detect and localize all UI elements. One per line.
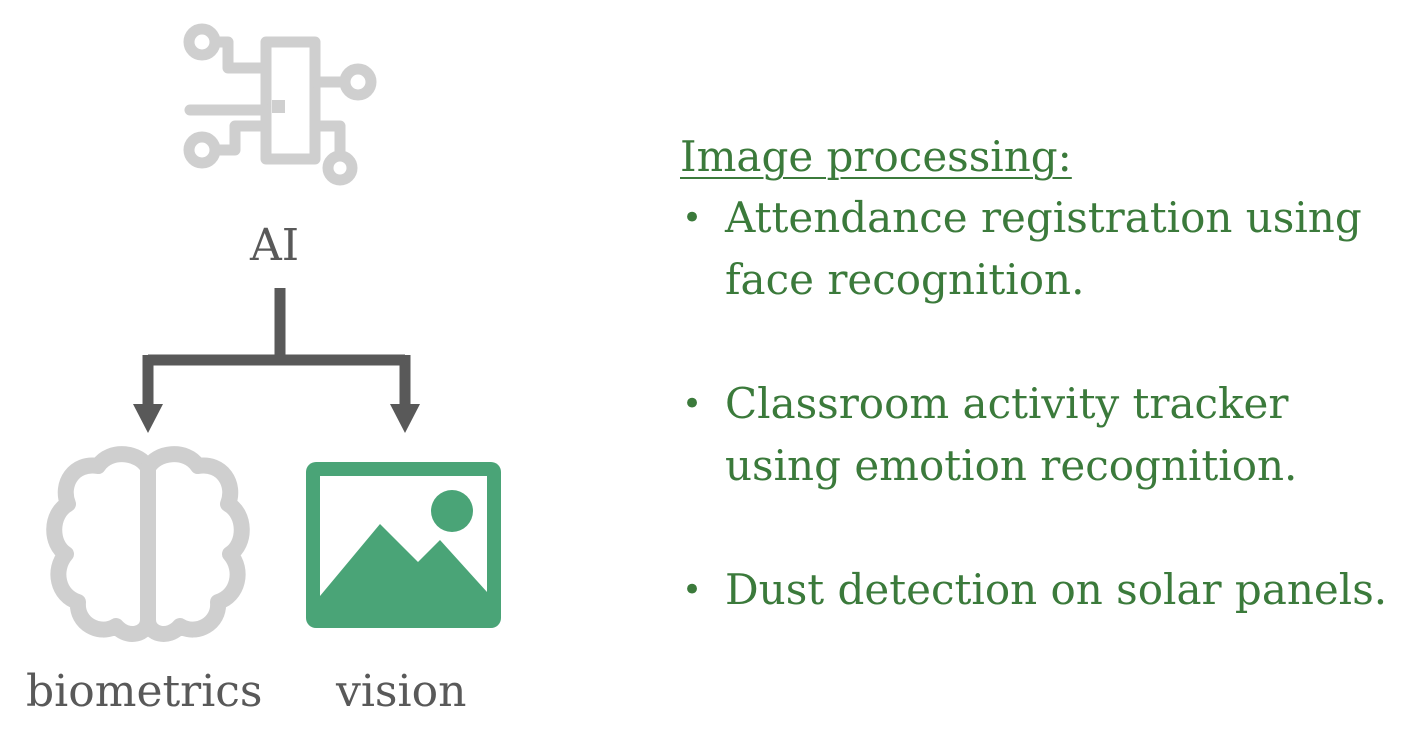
image-icon — [306, 462, 501, 628]
brain-icon — [46, 446, 250, 642]
bullet-item: • Attendance registration using face rec… — [680, 187, 1390, 311]
vision-label: vision — [336, 666, 467, 717]
circuit-chip-icon — [183, 23, 377, 186]
image-processing-panel: Image processing: • Attendance registrat… — [680, 130, 1390, 621]
branch-arrows — [142, 288, 411, 408]
bullet-item: • Dust detection on solar panels. — [680, 559, 1390, 621]
bullet-text: Attendance registration using face recog… — [725, 192, 1362, 304]
bullet-item: • Classroom activity tracker using emoti… — [680, 373, 1390, 497]
bullet-dot: • — [682, 197, 703, 238]
arrow-head-left — [133, 404, 163, 433]
arrow-head-right — [390, 404, 420, 433]
bullet-dot: • — [682, 569, 703, 610]
ai-label: AI — [250, 220, 300, 271]
biometrics-label: biometrics — [26, 666, 263, 717]
bullet-text: Dust detection on solar panels. — [725, 564, 1388, 614]
panel-title: Image processing: — [680, 132, 1072, 181]
bullet-dot: • — [682, 383, 703, 424]
bullet-list: • Attendance registration using face rec… — [680, 187, 1390, 621]
bullet-text: Classroom activity tracker using emotion… — [725, 378, 1298, 490]
